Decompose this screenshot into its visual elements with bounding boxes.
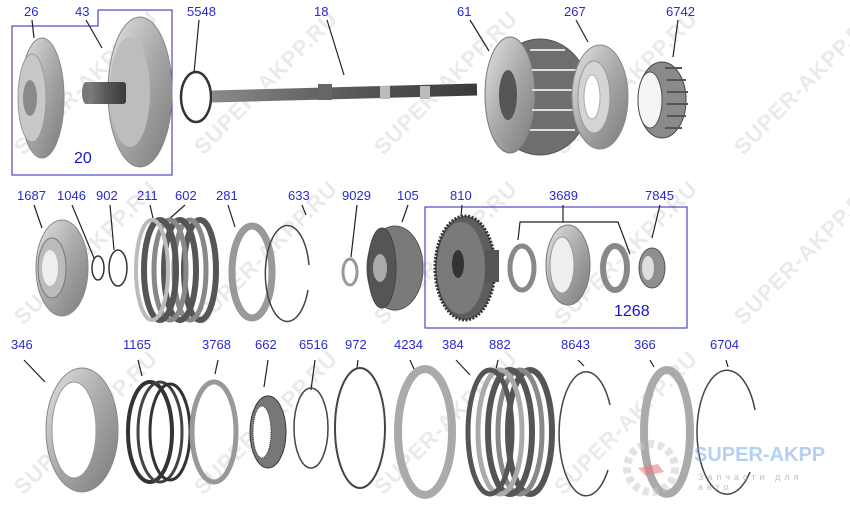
part-label-26[interactable]: 26 (24, 4, 39, 19)
group-box-20 (11, 9, 173, 176)
part-1687-clutch-hub (35, 219, 89, 317)
part-281-pressure-plate (228, 222, 276, 322)
part-662-seal (249, 395, 287, 469)
part-6704-snap-ring (696, 369, 756, 495)
part-7845-lock-nut (638, 247, 666, 289)
group-label-20[interactable]: 20 (74, 150, 92, 167)
part-label-384[interactable]: 384 (442, 337, 464, 352)
part-4234-steel-plate (394, 365, 456, 499)
part-label-5548[interactable]: 5548 (187, 4, 216, 19)
part-label-105[interactable]: 105 (397, 188, 419, 203)
part-label-902[interactable]: 902 (96, 188, 118, 203)
part-6516-snap-ring (293, 387, 329, 469)
part-105-clutch-drum (366, 225, 424, 311)
part-label-61[interactable]: 61 (457, 4, 472, 19)
part-label-6516[interactable]: 6516 (299, 337, 328, 352)
part-6742-roller-bearing (637, 61, 688, 139)
part-972-snap-ring (334, 367, 386, 489)
part-label-602[interactable]: 602 (175, 188, 197, 203)
part-633-snap-ring (264, 224, 310, 323)
part-label-18[interactable]: 18 (314, 4, 329, 19)
part-label-662[interactable]: 662 (255, 337, 277, 352)
part-3768-spring-retainer (189, 379, 239, 485)
part-label-6704[interactable]: 6704 (710, 337, 739, 352)
super-akpp-logo: SUPER-AKPP Запчасти для авто (616, 438, 831, 498)
part-label-7845[interactable]: 7845 (645, 188, 674, 203)
part-label-633[interactable]: 633 (288, 188, 310, 203)
part-384-882-clutch-pack (465, 367, 555, 497)
part-346-piston (45, 367, 119, 493)
group-label-1268[interactable]: 1268 (614, 303, 650, 320)
part-label-8643[interactable]: 8643 (561, 337, 590, 352)
part-label-267[interactable]: 267 (564, 4, 586, 19)
part-366-pressure-plate (640, 366, 694, 498)
part-3689-bearing-set (507, 224, 630, 306)
group-box-1268 (424, 206, 688, 329)
part-9029-thrust-washer (341, 257, 359, 287)
part-label-3768[interactable]: 3768 (202, 337, 231, 352)
part-label-882[interactable]: 882 (489, 337, 511, 352)
part-label-1687[interactable]: 1687 (17, 188, 46, 203)
part-label-43[interactable]: 43 (75, 4, 90, 19)
logo-title: SUPER-AKPP (694, 444, 826, 466)
part-211-602-clutch-plates (134, 217, 219, 323)
part-1046-snap-ring (91, 255, 105, 281)
part-label-972[interactable]: 972 (345, 337, 367, 352)
part-26-pump-body (17, 37, 65, 159)
part-label-1046[interactable]: 1046 (57, 188, 86, 203)
logo-subtitle: Запчасти для авто (698, 472, 803, 492)
part-810-transfer-gear (433, 214, 499, 322)
part-267-piston (571, 44, 629, 150)
part-18-input-shaft (211, 83, 478, 103)
part-label-3689[interactable]: 3689 (549, 188, 578, 203)
part-label-281[interactable]: 281 (216, 188, 238, 203)
part-5548-o-ring (179, 70, 213, 124)
part-label-9029[interactable]: 9029 (342, 188, 371, 203)
part-label-366[interactable]: 366 (634, 337, 656, 352)
part-label-346[interactable]: 346 (11, 337, 33, 352)
part-902-snap-ring (108, 249, 128, 287)
part-61-clutch-drum (484, 36, 591, 156)
part-label-810[interactable]: 810 (450, 188, 472, 203)
gear-logo-icon (623, 440, 679, 496)
part-label-6742[interactable]: 6742 (666, 4, 695, 19)
part-label-4234[interactable]: 4234 (394, 337, 423, 352)
part-8643-snap-ring (558, 371, 611, 497)
part-43-pump-cover (82, 16, 173, 168)
part-1165-wave-spring (126, 380, 192, 484)
part-label-1165[interactable]: 1165 (123, 337, 151, 352)
part-label-211[interactable]: 211 (137, 188, 158, 203)
